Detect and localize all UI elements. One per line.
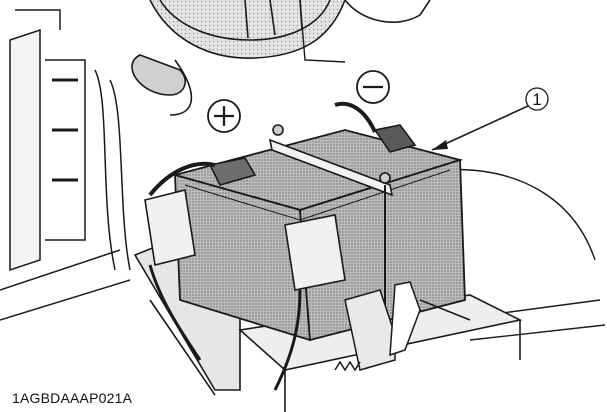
battery-clamp [334, 281, 471, 372]
callout-1: 1 [431, 87, 549, 151]
figure-code: 1AGBDAAAP021A [10, 390, 135, 406]
positive-terminal-symbol [207, 99, 241, 133]
connector-blocks [144, 189, 346, 391]
left-frame [0, 9, 131, 321]
right-structure [299, 0, 606, 341]
battery [171, 129, 466, 342]
negative-terminal-symbol [356, 70, 390, 104]
terminals [148, 101, 417, 197]
callout-number: 1 [532, 90, 541, 109]
